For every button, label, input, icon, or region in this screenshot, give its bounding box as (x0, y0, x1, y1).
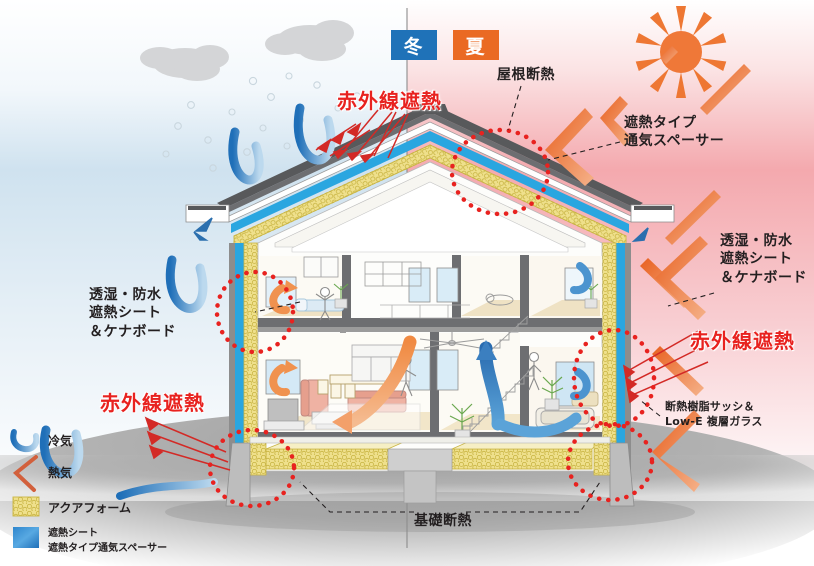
hot-air-chevron-icon (545, 46, 751, 396)
cat-icon (485, 293, 514, 306)
leader-spacer (547, 141, 621, 161)
callout-resin-sash-lowe: 断熱樹脂サッシ＆ Low-E 複層ガラス (665, 400, 763, 428)
person-icon (526, 351, 542, 391)
season-badge-winter: 冬 (391, 30, 437, 60)
leader-foundation-right (466, 481, 601, 513)
warm-air-loop (269, 284, 290, 315)
callout-infrared-bottom-left: 赤外線遮熱 (100, 391, 205, 415)
heat-shield-sheet-wall (616, 243, 625, 471)
roof-highlight-circle (449, 127, 551, 217)
cabinet (303, 256, 339, 278)
window (408, 267, 431, 303)
leader-sash (639, 399, 661, 417)
cold-air-curve-icon (116, 478, 218, 500)
cold-air-curve-icon (293, 103, 336, 165)
aqua-foam-swatch-icon (12, 496, 40, 517)
legend-label-aqua-foam: アクアフォーム (48, 501, 132, 515)
legend-label-cold-air: 冷気 (48, 434, 73, 448)
right-foundation-highlight-circle (565, 421, 655, 503)
cold-air-curve-icon (165, 255, 208, 313)
season-badge-winter-label: 冬 (403, 35, 425, 58)
window (436, 349, 459, 391)
plant-icon (333, 283, 349, 309)
cool-air-loop (570, 262, 592, 295)
right-window-highlight-circle (571, 327, 657, 429)
callout-infrared-right: 赤外線遮熱 (690, 329, 795, 353)
television (263, 398, 305, 431)
leader-roof-insulation (507, 85, 522, 131)
cold-air-curve-icon (10, 429, 40, 453)
shelf (364, 261, 422, 287)
hot-air-chevron-icon (12, 455, 38, 492)
cloud-icon (140, 45, 229, 81)
leader-sheet-left (254, 301, 301, 313)
person-icon (315, 286, 335, 321)
cloud-icon (265, 20, 354, 61)
left-wall-highlight-circle (214, 269, 296, 355)
leader-sheet-right (667, 292, 715, 307)
callout-infrared-top-left: 赤外線遮熱 (337, 89, 442, 113)
hot-air-chevron-icon (652, 236, 708, 492)
window (436, 267, 459, 303)
warm-air-loop (269, 364, 290, 397)
heat-shield-sheet-wall (235, 243, 244, 471)
heat-shield-sheet-swatch-icon (13, 527, 39, 548)
callout-sheet-kenaboard-right: 透湿・防水 遮熱シート ＆ケナボード (720, 233, 807, 286)
cold-air-curve-icon (228, 127, 264, 185)
callout-sheet-kenaboard-left: 透湿・防水 遮熱シート ＆ケナボード (89, 287, 176, 340)
callout-roof-insulation: 屋根断熱 (497, 67, 555, 83)
left-foundation-highlight-circle (207, 427, 297, 509)
warm-air-down-arrow (343, 335, 417, 429)
callout-foundation-insulation: 基礎断熱 (414, 513, 472, 529)
cold-air-curve-icon (39, 425, 84, 478)
callout-heat-shield-spacer: 遮熱タイプ 通気スペーサー (624, 115, 725, 150)
plant-icon (541, 376, 564, 411)
legend-label-hot-air: 熱気 (48, 466, 73, 480)
season-badge-summer: 夏 (453, 30, 499, 60)
season-badge-summer-label: 夏 (465, 35, 487, 58)
leader-foundation-left (299, 481, 414, 513)
ceiling-fan-icon (419, 332, 485, 349)
legend-label-heat-shield-sheet: 遮熱シート 遮熱タイプ通気スペーサー (48, 528, 168, 554)
sun-icon (635, 6, 727, 98)
